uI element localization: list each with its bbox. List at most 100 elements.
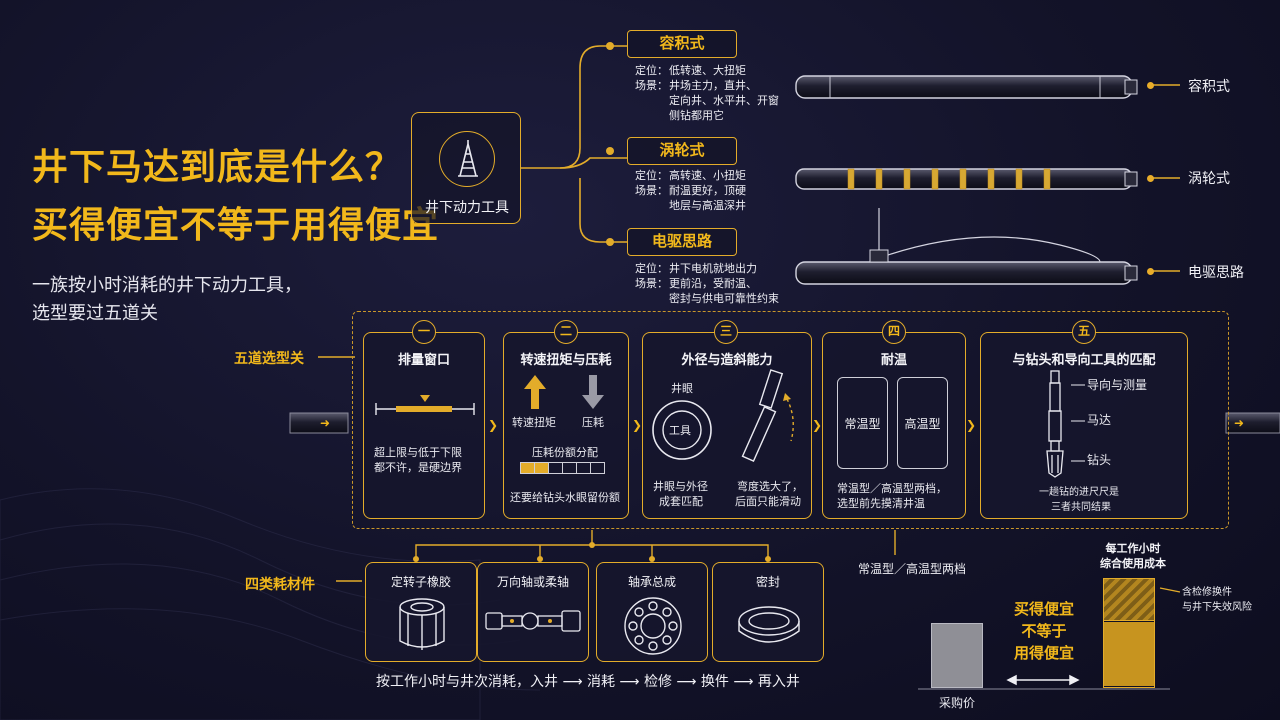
desc-key (635, 93, 669, 108)
share-segment (562, 462, 577, 474)
base-cost-segment (1104, 622, 1154, 686)
center-label: 井下动力工具 (425, 200, 509, 216)
gate-title: 外径与造斜能力 (681, 353, 773, 368)
chevron-right-icon: ❯ (487, 418, 499, 432)
cost-note-line2: 与井下失效风险 (1182, 602, 1252, 613)
bend-note-2b: 后面只能滑动 (735, 495, 801, 508)
share-segment (590, 462, 605, 474)
match-note-line1: 一趟钻的进尺尺是 (1039, 487, 1119, 498)
desc-key (635, 291, 669, 306)
pipe-dot (1147, 175, 1154, 182)
share-segment (576, 462, 591, 474)
pipe-dot (1147, 82, 1154, 89)
part-bit-label: 钻头 (1087, 453, 1112, 467)
consumable-title: 密封 (755, 575, 780, 589)
temp-class-note: 常温型／高温型两档 (858, 562, 967, 576)
cost-note-line1: 含检修换件 (1182, 587, 1232, 598)
type-desc-displacement: 定位：低转速、大扭矩 场景：井场主力，直井、 定向井、水平井、开窗 侧钻都用它 (635, 63, 779, 123)
cost-note: 含检修换件 与井下失效风险 (1182, 585, 1252, 615)
pressure-share-bar (520, 462, 605, 474)
subtitle-line2: 选型要过五道关 (32, 303, 158, 324)
desc-value: 密封与供电可靠性约束 (669, 292, 779, 305)
gate-title: 耐温 (880, 353, 907, 368)
part-motor-label: 马达 (1087, 413, 1112, 427)
cost-slogan-line3: 用得便宜 (1013, 644, 1074, 662)
desc-value: 高转速、小扭矩 (669, 169, 746, 182)
desc-value: 井下电机就地出力 (669, 262, 757, 275)
bent-housing-icon (741, 369, 794, 463)
gate-card-displacement-window: 排量窗口 超上限与低于下限 都不许，是硬边界 (363, 332, 485, 519)
flow-arrow-out-icon: ➜ (1233, 416, 1245, 430)
consumables-label: 四类耗材件 (245, 577, 315, 593)
purchase-price-label: 采购价 (938, 696, 975, 710)
gate-number-badge: 二 (554, 320, 578, 344)
hourly-cost-bar (1103, 578, 1155, 688)
bearing-icon (624, 597, 682, 655)
hole-note-1b: 成套匹配 (659, 495, 703, 508)
hourly-cost-heading-line2: 综合使用成本 (1100, 557, 1166, 570)
flow-arrow-in-icon: ➜ (319, 416, 331, 430)
gate-card-bit-steering-match: 与钻头和导向工具的匹配 导向与测量 马达 钻头 一趟钻的进尺尺是 三者共同结果 (980, 332, 1188, 519)
cost-slogan-line2: 不等于 (1021, 622, 1067, 640)
type-desc-electric: 定位：井下电机就地出力 场景：更前沿，受耐温、 密封与供电可靠性约束 (635, 261, 779, 306)
gates-label: 五道选型关 (234, 351, 304, 367)
cost-slogan: 买得便宜 不等于 用得便宜 (1004, 598, 1084, 664)
gate-number-badge: 四 (882, 320, 906, 344)
gates-frame (352, 311, 1229, 529)
desc-key (635, 198, 669, 213)
type-desc-turbine: 定位：高转速、小扭矩 场景：耐温更好，顶硬 地层与高温深井 (635, 168, 746, 213)
desc-value: 井场主力，直井、 (669, 79, 757, 92)
pressure-share-label: 压耗份额分配 (532, 446, 598, 459)
temp-note-line1: 常温型／高温型两档， (837, 482, 947, 495)
consumable-card-bearing: 轴承总成 (596, 562, 708, 662)
oil-derrick-icon (439, 131, 495, 187)
desc-key: 场景： (635, 184, 668, 197)
desc-key: 定位： (635, 64, 668, 77)
speed-torque-label: 转速扭矩 (512, 416, 556, 429)
chevron-right-icon: ❯ (811, 418, 823, 432)
high-temp-box: 高温型 (897, 377, 948, 469)
gate-number-badge: 五 (1072, 320, 1096, 344)
page-title-line1: 井下马达到底是什么？ (32, 147, 403, 188)
pressure-loss-label: 压耗 (582, 416, 604, 429)
desc-value: 耐温更好，顶硬 (669, 184, 746, 197)
cost-slogan-line1: 买得便宜 (1013, 600, 1074, 618)
hourly-cost-heading: 每工作小时 综合使用成本 (1083, 541, 1183, 571)
tool-label: 工具 (669, 424, 691, 437)
gate-note-line1: 超上限与低于下限 (374, 446, 462, 459)
chevron-right-icon: ❯ (631, 418, 643, 432)
arrow-up-icon (524, 375, 546, 409)
hourly-cost-heading-line1: 每工作小时 (1105, 542, 1161, 555)
share-segment (534, 462, 549, 474)
gate-number-badge: 三 (714, 320, 738, 344)
gate-number-badge: 一 (412, 320, 436, 344)
consumable-card-stator-rubber: 定转子橡胶 (365, 562, 477, 662)
pipe-dot (1147, 268, 1154, 275)
page-title-line2: 买得便宜不等于用得便宜 (32, 205, 440, 246)
arrow-down-icon (582, 375, 604, 409)
desc-key (635, 108, 669, 123)
gate-note-line2: 都不许，是硬边界 (374, 461, 462, 474)
pipe-label-displacement: 容积式 (1188, 79, 1230, 95)
universal-shaft-icon (485, 610, 581, 632)
desc-value: 低转速、大扭矩 (669, 64, 746, 77)
subtitle-line1: 一族按小时消耗的井下动力工具， (32, 275, 302, 296)
pipe-label-turbine: 涡轮式 (1188, 171, 1230, 187)
type-label-displacement: 容积式 (627, 30, 737, 58)
desc-value: 侧钻都用它 (669, 109, 724, 122)
desc-key: 场景： (635, 79, 668, 92)
type-label-turbine: 涡轮式 (627, 137, 737, 165)
desc-key: 定位： (635, 262, 668, 275)
share-segment (520, 462, 535, 474)
consumable-card-seal: 密封 (712, 562, 824, 662)
seal-ring-icon (738, 606, 800, 643)
gate-card-speed-torque: 转速扭矩与压耗 转速扭矩 压耗 压耗份额分配 还要给钻头水眼留份额 (503, 332, 629, 519)
hole-label: 井眼 (671, 382, 693, 395)
part-pointer-lines (1071, 384, 1085, 462)
match-note-line2: 三者共同结果 (1051, 502, 1111, 513)
part-steering-label: 导向与测量 (1087, 378, 1148, 392)
desc-value: 定向井、水平井、开窗 (669, 94, 779, 107)
flow-window-icon (375, 395, 475, 415)
consumable-title: 定转子橡胶 (390, 575, 451, 589)
temp-note-line2: 选型前先摸清井温 (837, 497, 925, 510)
